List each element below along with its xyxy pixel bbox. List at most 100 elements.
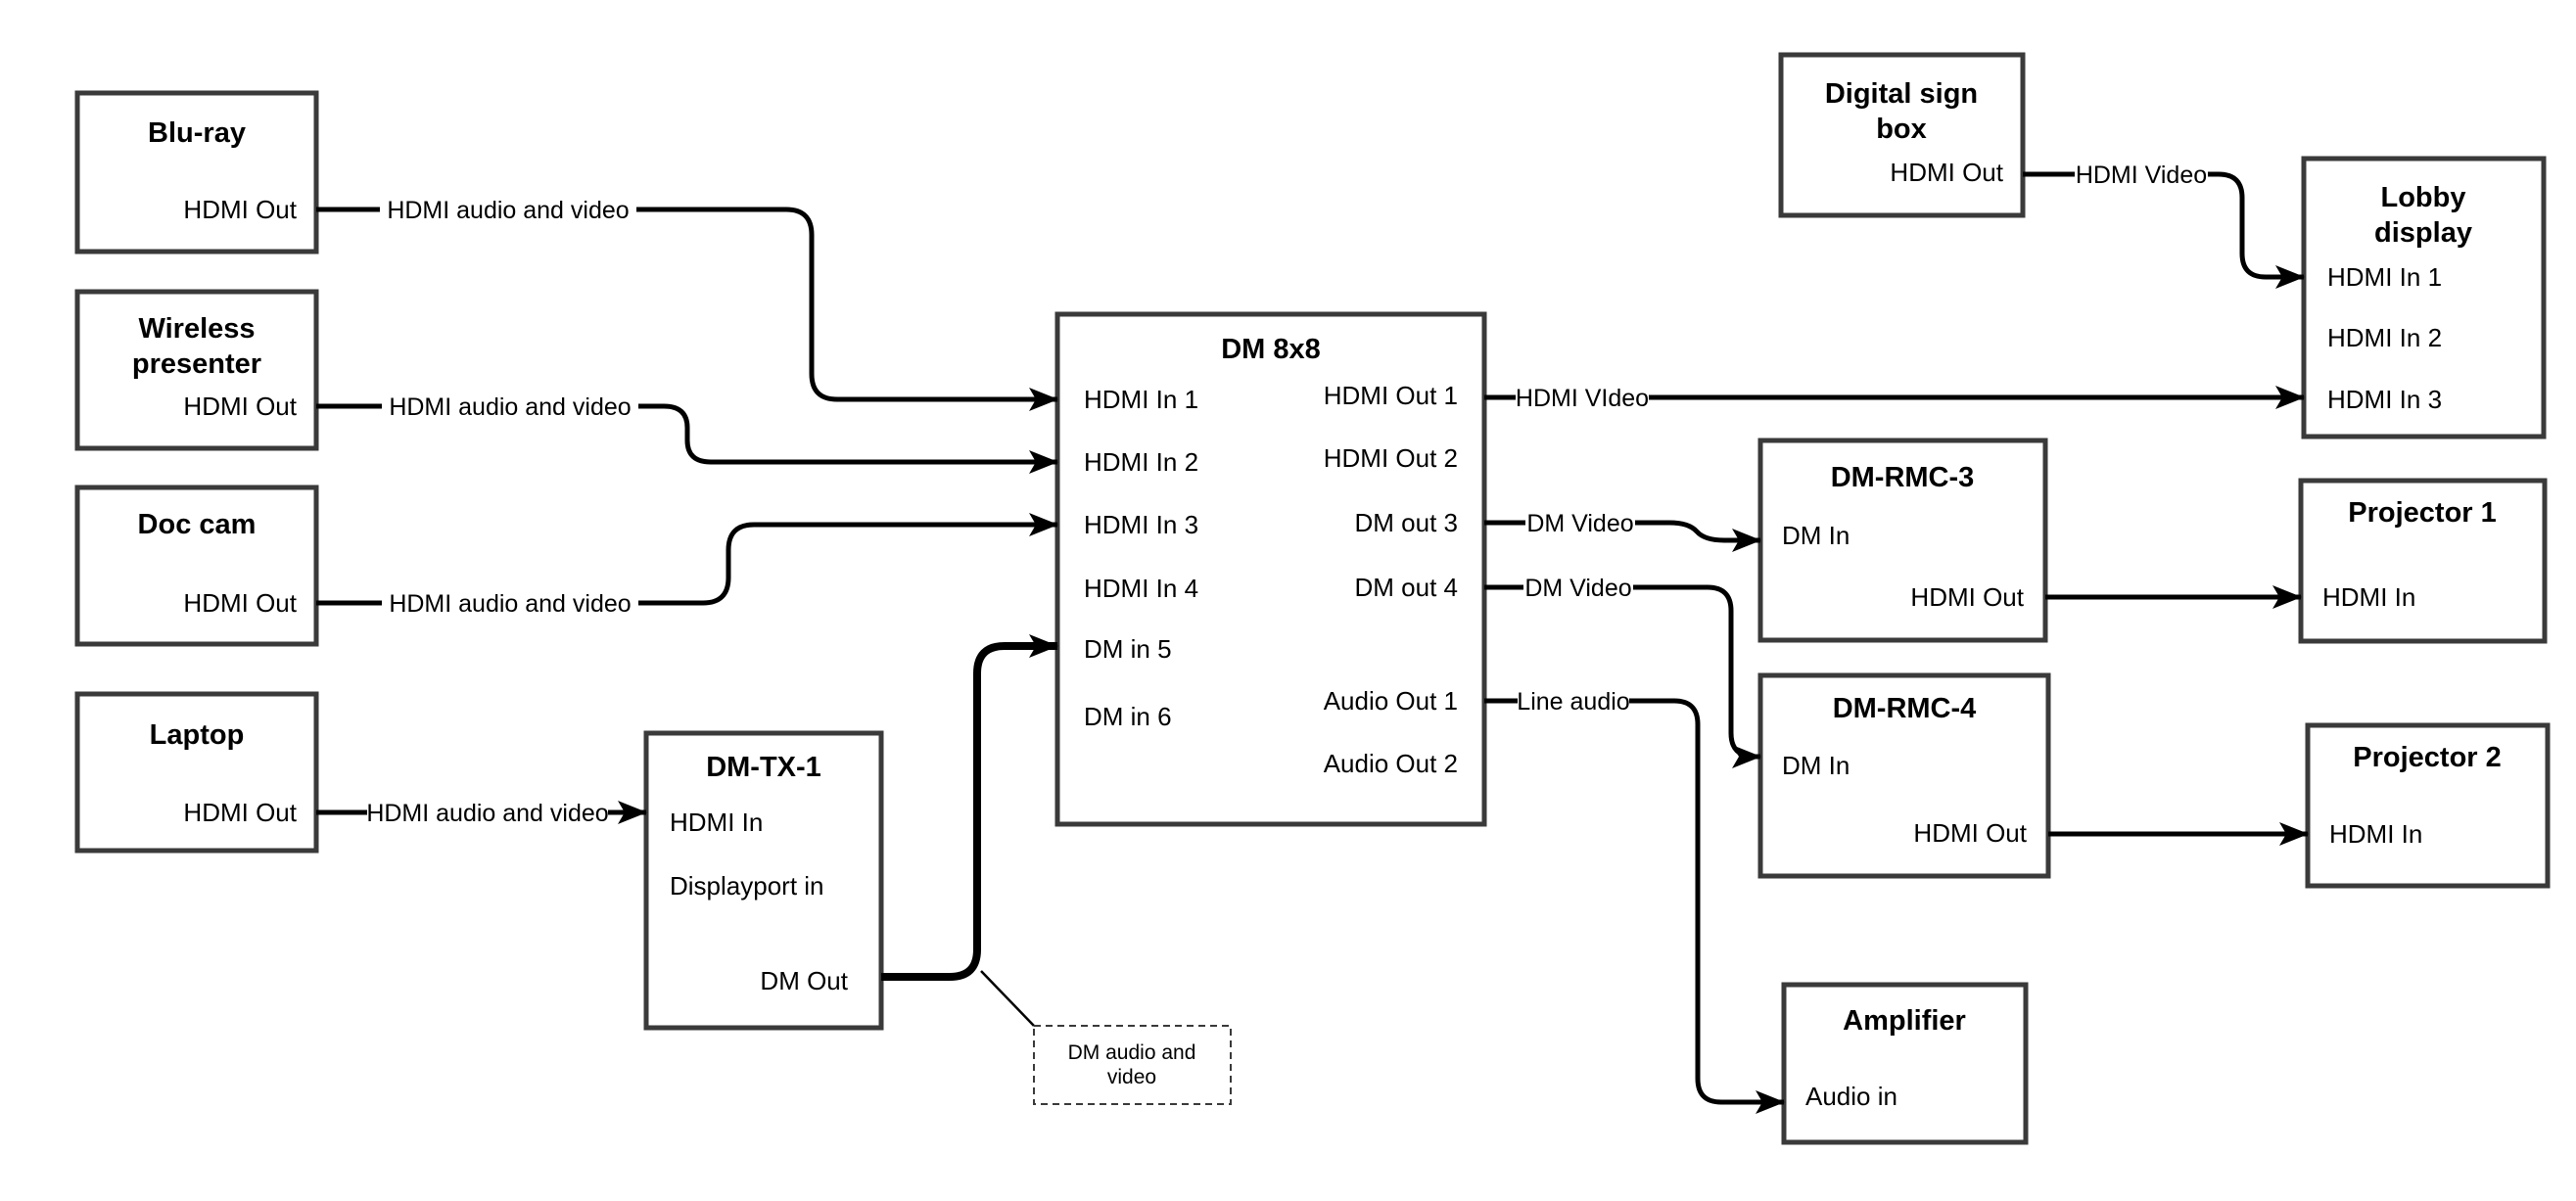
laptop-port-hdmi-out: HDMI Out bbox=[183, 798, 297, 827]
dm-tx-1-port-dm-out: DM Out bbox=[760, 966, 848, 995]
lobby-display-box bbox=[2301, 156, 2547, 439]
wireless-presenter-port-hdmi-out: HDMI Out bbox=[183, 392, 297, 421]
wire-label-dm-video-3: DM Video bbox=[1525, 505, 1635, 540]
wire-label-hdmi-video-digitalsign-bg bbox=[2075, 157, 2208, 192]
doc-cam-port-hdmi-out: HDMI Out bbox=[183, 588, 297, 618]
wire-label-hdmi-video-lobby: HDMI VIdeo bbox=[1516, 380, 1649, 415]
wire-label-dm-video-3-text: DM Video bbox=[1526, 510, 1633, 537]
lobby-display-title-line2: display bbox=[2374, 217, 2472, 249]
dm-tx-1-box bbox=[643, 730, 884, 1031]
node-dm-tx-1: DM-TX-1 HDMI In Displayport in DM Out bbox=[643, 730, 884, 1031]
dm-rmc-4-port-dm-in: DM In bbox=[1782, 751, 1850, 780]
dm-8x8-port-dm-in-5: DM in 5 bbox=[1084, 634, 1172, 664]
wire-label-bluray-text: HDMI audio and video bbox=[387, 197, 629, 224]
projector-1-port-hdmi-in: HDMI In bbox=[2322, 582, 2415, 612]
amplifier-title: Amplifier bbox=[1843, 1005, 1966, 1037]
digital-sign-box-title-line1: Digital sign bbox=[1825, 78, 1978, 110]
dm-rmc-4-box bbox=[1757, 672, 2051, 879]
dm-8x8-port-dm-out-3: DM out 3 bbox=[1355, 508, 1459, 537]
dm-tx-1-port-displayport-in: Displayport in bbox=[670, 871, 824, 901]
lobby-display-title-line1: Lobby bbox=[2381, 182, 2466, 213]
wire-label-line-audio-text: Line audio bbox=[1517, 688, 1629, 716]
dm-8x8-port-audio-out-1: Audio Out 1 bbox=[1324, 686, 1458, 716]
node-dm-rmc-3: DM-RMC-3 DM In HDMI Out bbox=[1757, 438, 2048, 643]
dm-8x8-port-dm-out-4: DM out 4 bbox=[1355, 573, 1459, 602]
dm-8x8-port-hdmi-in-2: HDMI In 2 bbox=[1084, 447, 1198, 477]
wire-dmtx1-to-dm8x8 bbox=[881, 634, 1058, 981]
node-dm-rmc-4: DM-RMC-4 DM In HDMI Out bbox=[1757, 672, 2051, 879]
wire-dm8x8-dm-out4-to-dmrmc4 bbox=[1484, 584, 1761, 768]
dm-tx-1-port-hdmi-in: HDMI In bbox=[670, 808, 763, 837]
note-callout-line bbox=[980, 970, 1035, 1027]
wire-label-laptop-text: HDMI audio and video bbox=[366, 800, 608, 827]
bluray-port-hdmi-out: HDMI Out bbox=[183, 195, 297, 224]
node-dm-8x8: DM 8x8 HDMI In 1 HDMI In 2 HDMI In 3 HDM… bbox=[1054, 311, 1487, 827]
wire-label-bluray: HDMI audio and video bbox=[380, 192, 636, 227]
wire-label-line-audio: Line audio bbox=[1517, 683, 1630, 718]
laptop-title: Laptop bbox=[150, 719, 245, 751]
dm-8x8-port-audio-out-2: Audio Out 2 bbox=[1324, 749, 1458, 778]
wire-label-dm-video-3-bg bbox=[1525, 505, 1635, 540]
wire-digitalsign-to-lobby bbox=[2023, 171, 2305, 289]
dm-8x8-port-hdmi-out-1: HDMI Out 1 bbox=[1324, 381, 1458, 410]
dm-8x8-port-dm-in-6: DM in 6 bbox=[1084, 702, 1172, 731]
dm-rmc-3-title: DM-RMC-3 bbox=[1831, 462, 1975, 493]
wire-label-doccam: HDMI audio and video bbox=[382, 585, 638, 621]
projector-1-box bbox=[2298, 478, 2548, 644]
bluray-box bbox=[74, 90, 319, 254]
dm-tx-1-title: DM-TX-1 bbox=[706, 752, 821, 783]
node-lobby-display: Lobby display HDMI In 1 HDMI In 2 HDMI I… bbox=[2301, 156, 2547, 439]
wire-dm8x8-audio-out1-to-amplifier bbox=[1484, 698, 1785, 1114]
amplifier-port-audio-in: Audio in bbox=[1805, 1082, 1897, 1111]
wireless-presenter-title-line2: presenter bbox=[132, 348, 261, 380]
doc-cam-title: Doc cam bbox=[138, 509, 257, 540]
node-projector-1: Projector 1 HDMI In bbox=[2298, 478, 2548, 644]
dm-rmc-4-port-hdmi-out: HDMI Out bbox=[1913, 818, 2027, 848]
node-wireless-presenter: Wireless presenter HDMI Out bbox=[74, 289, 319, 451]
projector-2-box bbox=[2305, 722, 2551, 889]
wire-label-dm-video-4: DM Video bbox=[1523, 570, 1633, 605]
dm-rmc-3-port-hdmi-out: HDMI Out bbox=[1910, 582, 2024, 612]
wireless-presenter-title-line1: Wireless bbox=[138, 313, 255, 345]
projector-2-port-hdmi-in: HDMI In bbox=[2329, 819, 2422, 849]
wire-label-hdmi-video-digitalsign: HDMI Video bbox=[2075, 157, 2208, 192]
wire-bluray-to-dm8x8 bbox=[316, 207, 1058, 411]
dm-8x8-port-hdmi-in-3: HDMI In 3 bbox=[1084, 510, 1198, 539]
lobby-display-port-hdmi-in-2: HDMI In 2 bbox=[2327, 323, 2442, 352]
node-projector-2: Projector 2 HDMI In bbox=[2305, 722, 2551, 889]
dm-8x8-box bbox=[1054, 311, 1487, 827]
node-laptop: Laptop HDMI Out bbox=[74, 691, 319, 854]
wire-wireless-to-dm8x8 bbox=[316, 403, 1058, 474]
wire-label-dm-video-4-text: DM Video bbox=[1524, 575, 1631, 602]
projector-1-title: Projector 1 bbox=[2348, 497, 2497, 529]
dm-rmc-4-title: DM-RMC-4 bbox=[1833, 693, 1977, 724]
wire-label-doccam-bg bbox=[382, 585, 638, 621]
note-box bbox=[1033, 1025, 1232, 1105]
lobby-display-port-hdmi-in-3: HDMI In 3 bbox=[2327, 385, 2442, 414]
digital-sign-box-box bbox=[1778, 52, 2026, 218]
node-amplifier: Amplifier Audio in bbox=[1781, 982, 2029, 1145]
wire-label-hdmi-video-lobby-bg bbox=[1516, 380, 1649, 415]
wire-label-laptop: HDMI audio and video bbox=[366, 795, 609, 830]
wire-label-bluray-bg bbox=[380, 192, 636, 227]
wire-doccam-to-dm8x8 bbox=[316, 513, 1058, 606]
wire-label-line-audio-bg bbox=[1518, 683, 1629, 718]
wire-label-hdmi-video-digitalsign-text: HDMI Video bbox=[2076, 162, 2207, 189]
bluray-title: Blu-ray bbox=[148, 117, 246, 149]
lobby-display-port-hdmi-in-1: HDMI In 1 bbox=[2327, 262, 2442, 292]
dm-8x8-port-hdmi-out-2: HDMI Out 2 bbox=[1324, 443, 1458, 473]
laptop-box bbox=[74, 691, 319, 854]
node-bluray: Blu-ray HDMI Out bbox=[74, 90, 319, 254]
dm-8x8-port-hdmi-in-1: HDMI In 1 bbox=[1084, 385, 1198, 414]
wire-label-dm-video-4-bg bbox=[1523, 570, 1633, 605]
wire-label-laptop-bg bbox=[367, 795, 608, 830]
digital-sign-box-title-line2: box bbox=[1876, 114, 1927, 145]
digital-sign-box-port-hdmi-out: HDMI Out bbox=[1890, 158, 2003, 187]
note-dm-audio-video: DM audio and video bbox=[1033, 1025, 1232, 1105]
node-doc-cam: Doc cam HDMI Out bbox=[74, 485, 319, 647]
wire-dm8x8-dm-out3-to-dmrmc3 bbox=[1484, 520, 1761, 552]
wireless-presenter-box bbox=[74, 289, 319, 451]
wire-label-hdmi-video-lobby-text: HDMI VIdeo bbox=[1516, 385, 1649, 412]
wire-label-doccam-text: HDMI audio and video bbox=[389, 590, 631, 618]
